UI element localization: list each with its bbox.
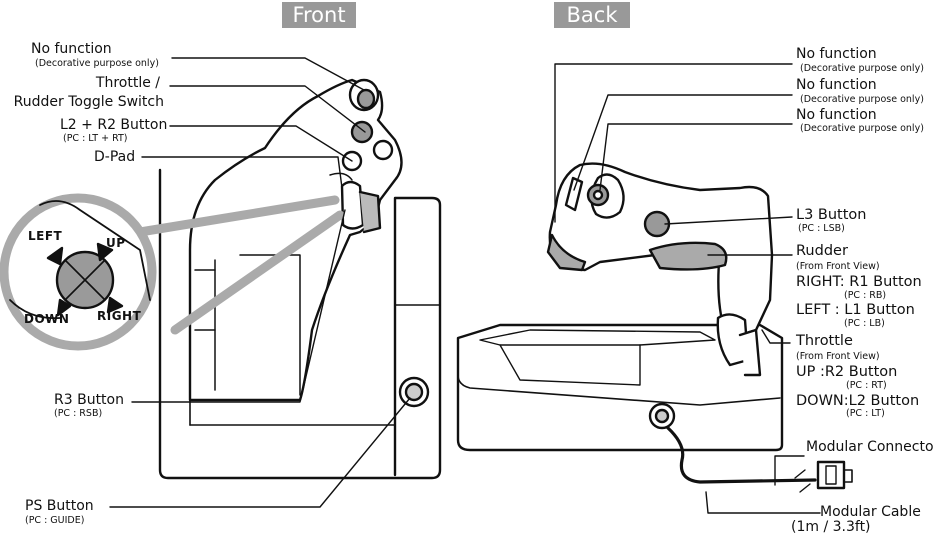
throttle-label: Throttle <box>796 333 853 349</box>
front-no-function-note: (Decorative purpose only) <box>35 58 159 69</box>
back-base-unit <box>456 323 784 452</box>
rudder-right-label: RIGHT: R1 Button <box>796 274 922 290</box>
r3-button-label: R3 Button <box>54 392 124 408</box>
throttle-up-label: UP :R2 Button <box>796 364 898 380</box>
back-no-function-label-2: No function <box>796 77 877 93</box>
l3-button-pc-label: (PC : LSB) <box>798 223 845 234</box>
dpad-label: D-Pad <box>94 149 136 165</box>
ps-button-graphic <box>398 376 430 408</box>
l2-r2-button-pc-label: (PC : LT + RT) <box>63 133 128 144</box>
front-view-tab: Front <box>282 2 356 28</box>
back-no-function-note-2: (Decorative purpose only) <box>800 94 924 105</box>
rudder-view-note: (From Front View) <box>796 261 880 272</box>
front-no-function-label: No function <box>31 41 112 57</box>
back-no-function-label-1: No function <box>796 46 877 62</box>
back-leader-lines <box>554 63 821 514</box>
rudder-right-pc-label: (PC : RB) <box>844 290 887 301</box>
dpad-left-label: LEFT <box>28 229 63 243</box>
back-no-function-note-1: (Decorative purpose only) <box>800 63 924 74</box>
dpad-right-label: RIGHT <box>97 309 142 323</box>
rudder-left-label: LEFT : L1 Button <box>796 302 915 318</box>
modular-cable-length-label: (1m / 3.3ft) <box>791 519 871 533</box>
ps-button-label: PS Button <box>25 498 94 514</box>
l3-button-label: L3 Button <box>796 207 867 223</box>
throttle-down-label: DOWN:L2 Button <box>796 393 920 409</box>
throttle-up-pc-label: (PC : RT) <box>846 380 887 391</box>
back-no-function-label-3: No function <box>796 107 877 123</box>
throttle-view-note: (From Front View) <box>796 351 880 362</box>
modular-connector-label: Modular Connector <box>806 439 933 455</box>
front-leader-lines <box>109 57 411 508</box>
l2-r2-button-label: L2 + R2 Button <box>60 117 168 133</box>
back-no-function-note-3: (Decorative purpose only) <box>800 123 924 134</box>
rudder-left-pc-label: (PC : LB) <box>844 318 885 329</box>
back-cable-and-connector <box>648 402 853 493</box>
throttle-rudder-label-line1: Throttle / <box>95 75 160 91</box>
r3-button-pc-label: (PC : RSB) <box>54 408 103 419</box>
dpad-down-label: DOWN <box>24 312 70 326</box>
dpad-up-label: UP <box>106 236 126 250</box>
throttle-rudder-label-line2: Rudder Toggle Switch <box>13 94 164 110</box>
modular-cable-label: Modular Cable <box>820 504 921 520</box>
dpad-zoom-callout <box>0 193 345 351</box>
back-grip <box>546 162 774 377</box>
rudder-label: Rudder <box>796 243 848 259</box>
front-buttons <box>340 78 394 234</box>
throttle-down-pc-label: (PC : LT) <box>846 408 885 419</box>
ps-button-pc-label: (PC : GUIDE) <box>25 515 85 526</box>
back-view-tab: Back <box>554 2 630 28</box>
